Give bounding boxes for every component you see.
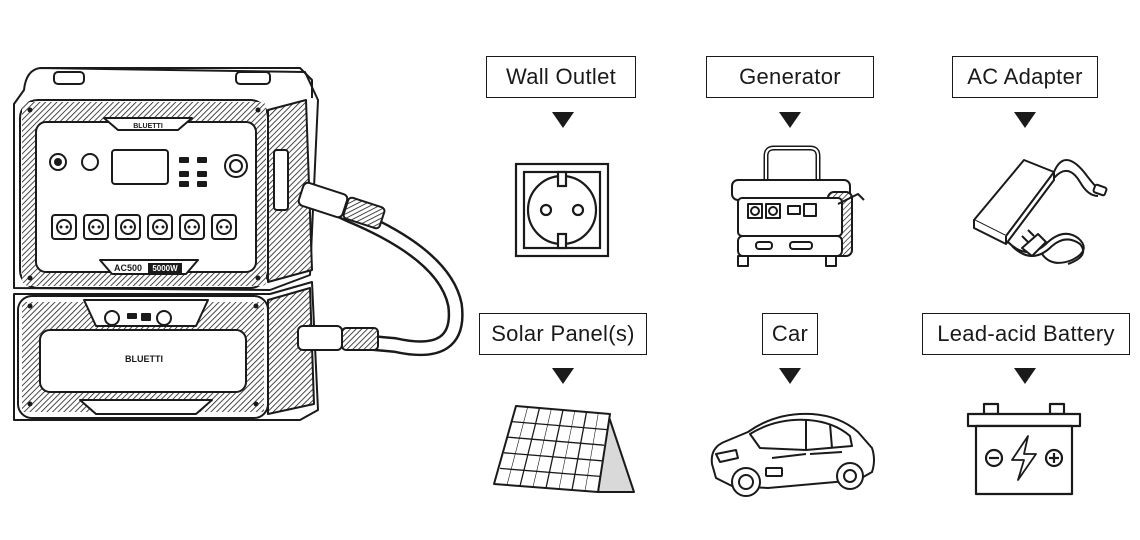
arrow-down-icon xyxy=(1014,368,1036,384)
station-brand-top: BLUETTI xyxy=(133,123,163,130)
label-ac-adapter-text: AC Adapter xyxy=(967,64,1083,89)
station-model-label: AC500 xyxy=(114,263,142,273)
label-car: Car xyxy=(762,313,818,355)
arrow-down-icon xyxy=(552,368,574,384)
lead-acid-battery-icon xyxy=(966,402,1082,496)
solar-panel-icon xyxy=(493,405,635,493)
label-generator: Generator xyxy=(706,56,874,98)
car-icon xyxy=(710,412,875,497)
wall-outlet-icon xyxy=(514,162,610,258)
label-lead-acid-battery-text: Lead-acid Battery xyxy=(937,321,1115,346)
generator-icon xyxy=(731,145,865,267)
label-car-text: Car xyxy=(771,321,809,346)
ac-outlet-row xyxy=(51,214,237,240)
power-station-illustration: BLUETTI AC500 5000W BLUETTI xyxy=(13,67,464,421)
label-generator-text: Generator xyxy=(739,64,841,89)
label-wall-outlet-text: Wall Outlet xyxy=(505,64,617,89)
top-unit-display xyxy=(111,149,169,185)
station-wattage-label: 5000W xyxy=(152,264,178,273)
label-wall-outlet: Wall Outlet xyxy=(486,56,636,98)
arrow-down-icon xyxy=(552,112,574,128)
label-solar-panels: Solar Panel(s) xyxy=(479,313,647,355)
battery-brand: BLUETTI xyxy=(125,354,163,364)
arrow-down-icon xyxy=(1014,112,1036,128)
label-ac-adapter: AC Adapter xyxy=(952,56,1098,98)
label-lead-acid-battery: Lead-acid Battery xyxy=(922,313,1130,355)
arrow-down-icon xyxy=(779,112,801,128)
ac-adapter-icon xyxy=(973,159,1108,265)
label-solar-panels-text: Solar Panel(s) xyxy=(491,321,635,346)
arrow-down-icon xyxy=(779,368,801,384)
